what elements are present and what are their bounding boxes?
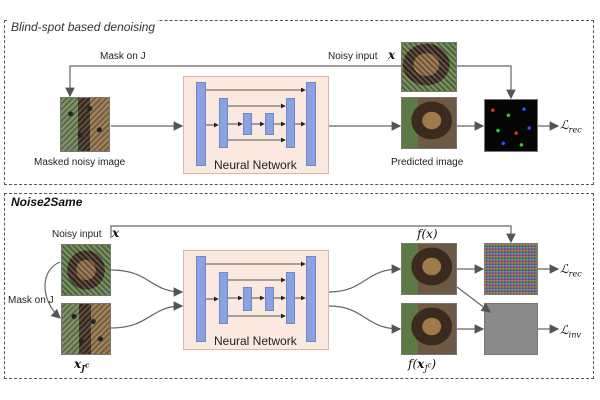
noise-residual-map: [484, 243, 538, 295]
fxj-label: f(xJc): [408, 357, 437, 374]
residual-map: [484, 99, 538, 152]
nn-layer-bar: [306, 82, 316, 166]
fxj-output-image: [401, 303, 457, 355]
nn-layer-bar: [306, 256, 316, 342]
noisy-input-image: [61, 244, 111, 296]
loss-inv: ℒinv: [560, 323, 581, 340]
panel-title: Blind-spot based denoising: [9, 20, 158, 34]
fx-output-image: [401, 243, 457, 295]
loss-rec-top: ℒrec: [560, 118, 582, 135]
nn-label-bottom: Neural Network: [214, 334, 297, 348]
masked-caption: Masked noisy image: [34, 157, 126, 168]
fx-label: f(x): [417, 227, 438, 241]
noisy-input-symbol: x: [112, 226, 120, 240]
mask-label: Mask on J: [100, 51, 146, 62]
masked-noisy-image: [60, 97, 110, 152]
nn-label-top: Neural Network: [214, 158, 297, 172]
predicted-image: [401, 97, 457, 149]
noisy-input-label: Noisy input: [328, 51, 378, 62]
nn-layer-bar: [286, 98, 295, 148]
invariance-map: [484, 303, 538, 355]
noise2same-panel: Noise2Same: [4, 193, 594, 379]
nn-layer-bar: [265, 113, 274, 135]
masked-symbol: xJc: [74, 357, 90, 374]
noisy-input-image: [401, 42, 457, 92]
nn-layer-bar: [196, 256, 206, 342]
loss-rec-bottom: ℒrec: [560, 262, 582, 279]
blind-spot-panel: Blind-spot based denoising: [4, 20, 594, 185]
nn-layer-bar: [219, 272, 228, 324]
mask-label: Mask on J: [8, 295, 54, 306]
nn-layer-bar: [265, 287, 274, 311]
masked-noisy-image: [61, 303, 111, 355]
nn-layer-bar: [219, 98, 228, 148]
predicted-caption: Predicted image: [391, 157, 464, 168]
noisy-input-label: Noisy input: [52, 229, 102, 240]
panel-title: Noise2Same: [9, 195, 85, 209]
nn-layer-bar: [286, 272, 295, 324]
nn-layer-bar: [243, 113, 252, 135]
nn-layer-bar: [196, 82, 206, 166]
noisy-input-symbol: x: [388, 48, 396, 62]
nn-layer-bar: [243, 287, 252, 311]
